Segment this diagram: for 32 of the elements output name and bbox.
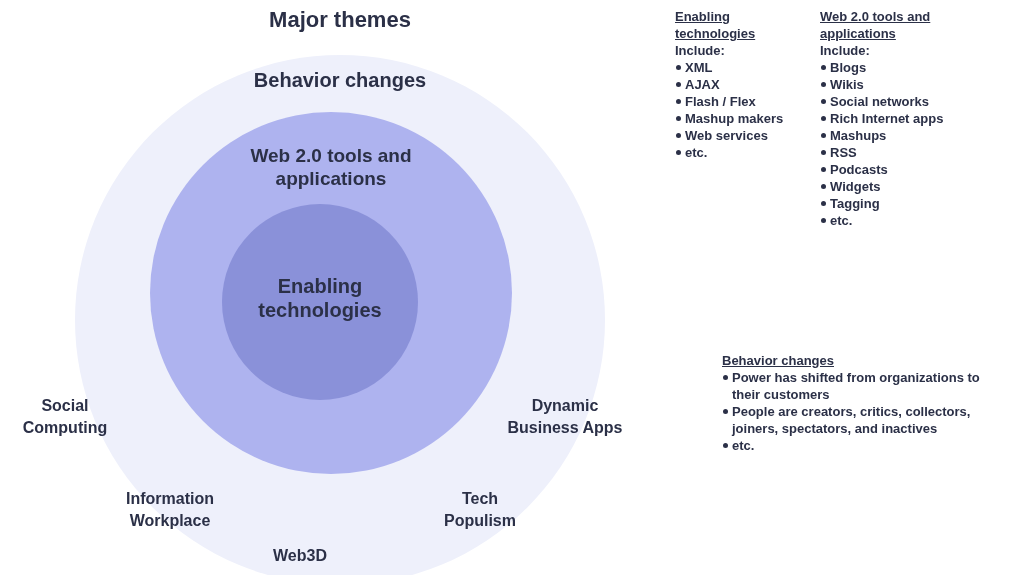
theme-label: Social Computing	[21, 396, 109, 438]
list-item: etc.	[685, 144, 709, 161]
list-item: Mashups	[830, 127, 888, 144]
theme-label: Dynamic Business Apps	[506, 396, 624, 438]
list-item: RSS	[830, 144, 858, 161]
list-item: etc.	[732, 437, 756, 454]
list-item: Blogs	[830, 59, 868, 76]
theme-label: Web3D	[272, 546, 328, 566]
list-item: Social networks	[830, 93, 930, 110]
list-item: Podcasts	[830, 161, 889, 178]
list-item: Tagging	[830, 195, 881, 212]
circle-label: Web 2.0 tools and applications	[249, 144, 413, 190]
list-intro: Include:	[675, 42, 726, 59]
list-heading: Web 2.0 tools and applications	[820, 8, 932, 42]
list-item: Widgets	[830, 178, 882, 195]
list-intro: Include:	[820, 42, 871, 59]
circle-label: Enabling technologies	[257, 274, 383, 322]
theme-label: Information Workplace	[125, 489, 215, 531]
list-item: etc.	[830, 212, 854, 229]
list-item: Flash / Flex	[685, 93, 757, 110]
list-item: Mashup makers	[685, 110, 785, 127]
list-item: Rich Internet apps	[830, 110, 945, 127]
theme-label: Tech Populism	[443, 489, 517, 531]
list-heading: Behavior changes	[722, 352, 835, 369]
list-item: AJAX	[685, 76, 721, 93]
list-heading: Enabling technologies	[675, 8, 757, 42]
heading-text: Major themes	[268, 8, 412, 32]
list-item: XML	[685, 59, 714, 76]
list-item: Web services	[685, 127, 769, 144]
list-item: Wikis	[830, 76, 865, 93]
list-item: Power has shifted from organizations to their customers	[732, 369, 981, 403]
circle-label: Behavior changes	[252, 68, 428, 92]
